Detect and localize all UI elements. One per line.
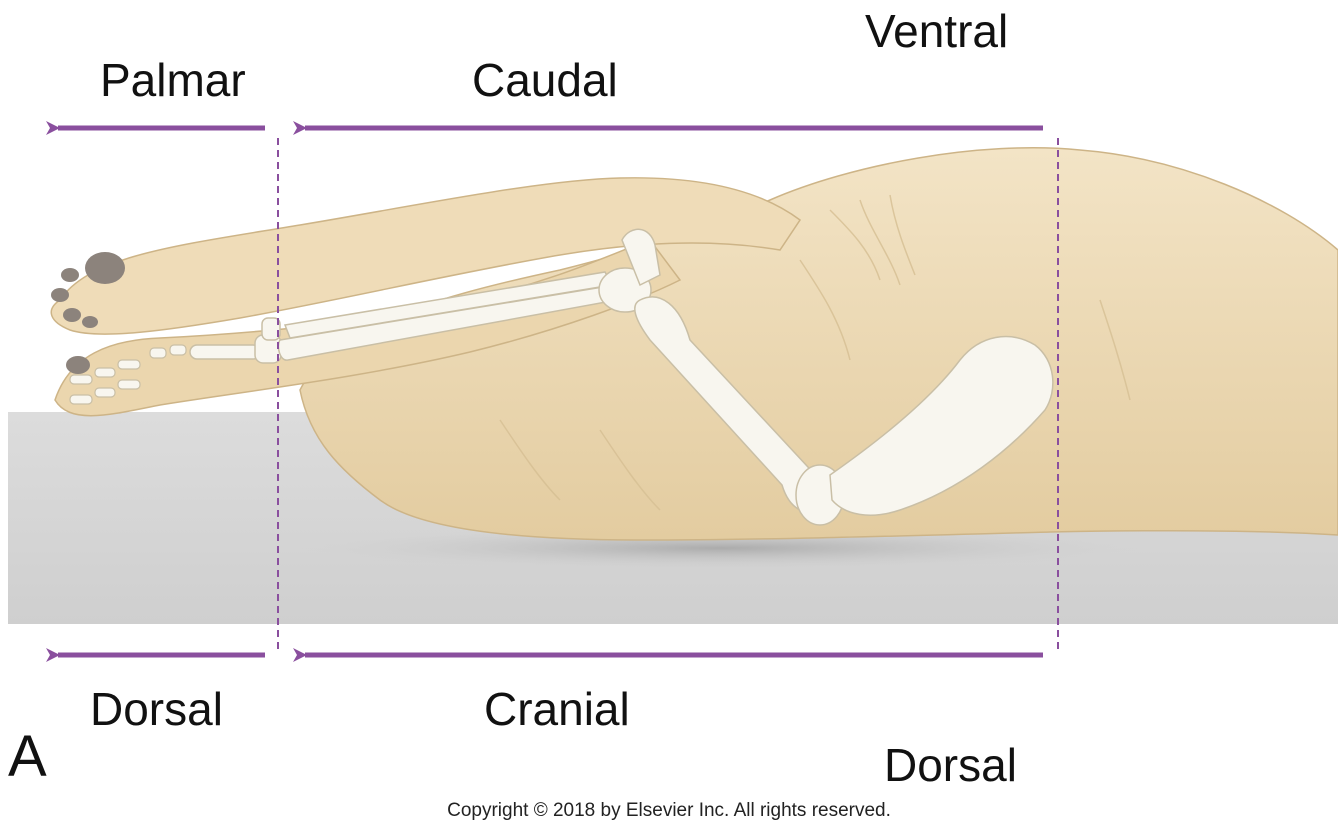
paw-bones bbox=[69, 344, 187, 405]
label-cranial: Cranial bbox=[484, 683, 630, 735]
label-palmar: Palmar bbox=[100, 54, 246, 106]
forelimb-skeleton bbox=[189, 228, 1054, 526]
upper-paw-pads bbox=[51, 252, 125, 328]
label-dorsal-right: Dorsal bbox=[884, 739, 1017, 791]
copyright-notice: Copyright © 2018 by Elsevier Inc. All ri… bbox=[447, 800, 891, 821]
label-caudal: Caudal bbox=[472, 54, 618, 106]
label-ventral: Ventral bbox=[865, 5, 1009, 57]
panel-letter: A bbox=[8, 724, 47, 789]
label-dorsal-left: Dorsal bbox=[90, 683, 223, 735]
dog-shadow bbox=[300, 526, 1140, 570]
upper-forelimb bbox=[50, 177, 802, 335]
lower-paw-pad bbox=[66, 356, 90, 374]
fur-texture bbox=[499, 194, 1131, 511]
